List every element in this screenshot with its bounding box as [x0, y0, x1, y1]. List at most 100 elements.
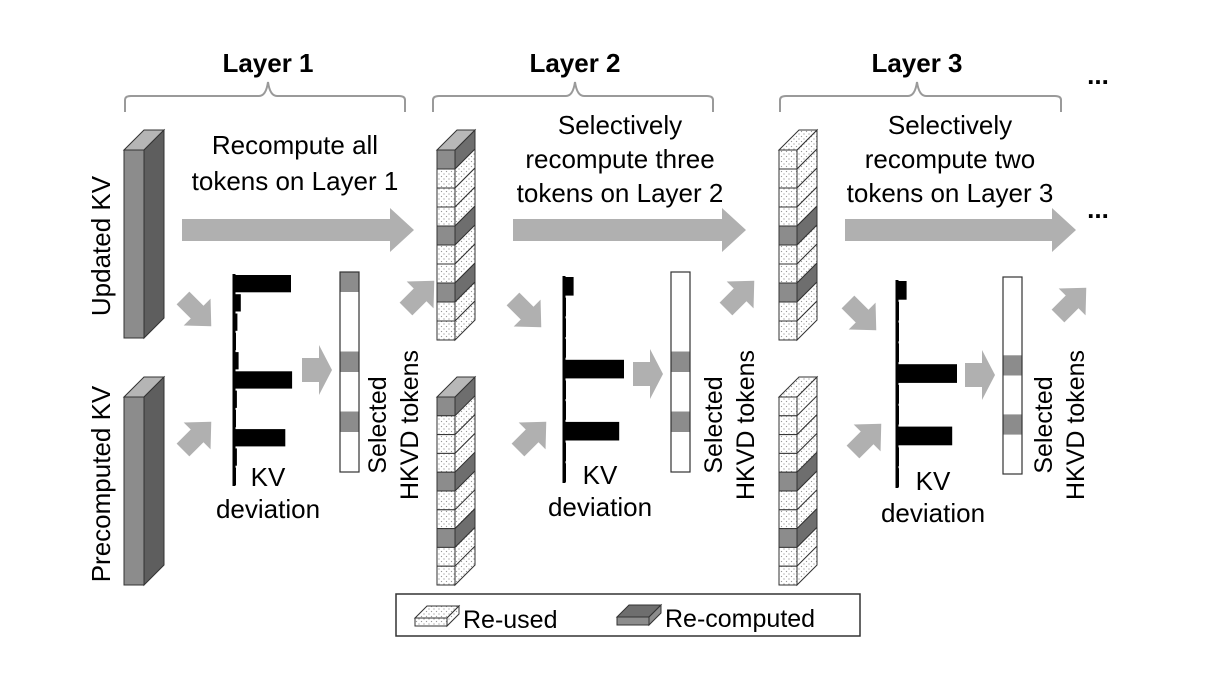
layer-1-brace: [124, 81, 406, 112]
legend-reused-label: Re-used: [463, 606, 558, 634]
reused-legend-icon: [413, 604, 461, 628]
l2-bot-cell-6: [436, 490, 456, 511]
l3-top-cell-4: [778, 206, 798, 227]
selected-cell-3-1: [1003, 277, 1022, 297]
layer-2-caption-line-2: recompute three: [525, 144, 714, 174]
l3-bot-cell-5: [778, 471, 798, 492]
selected-cell-3-10: [1003, 454, 1022, 474]
selected-cell-1-7: [340, 392, 359, 412]
layer-2-big-arrow: [513, 208, 746, 252]
arrow-selected-to-next-layer: [1051, 287, 1087, 323]
layer-1-big-arrow: [182, 208, 414, 252]
selected-tokens-column-2: [670, 271, 691, 473]
arrow-precomputed-to-deviation-1: [176, 421, 212, 457]
selected-cell-1-5: [339, 351, 360, 373]
layer-3-caption-line-3: tokens on Layer 3: [847, 178, 1054, 208]
l3-bot-top: [777, 376, 819, 398]
l2-bot-cell-10: [436, 565, 456, 586]
selected-cell-2-4: [671, 332, 690, 352]
arrow-deviation-to-selected-3: [965, 350, 995, 400]
layer-1-caption-line-2: tokens on Layer 1: [192, 166, 399, 196]
l3-top-top: [777, 129, 819, 151]
l3-top-cell-5: [778, 225, 798, 246]
l3-bot-cell-1: [778, 396, 798, 417]
layer-2-brace: [432, 81, 714, 112]
selected-tokens-column-3: [1002, 276, 1023, 475]
selected-hkvd-label-1: Selected HKVD tokens: [364, 350, 424, 500]
selected-cell-3-2: [1003, 296, 1022, 317]
selected-hkvd-label-3-line-1: Selected: [1030, 376, 1058, 473]
selected-cell-1-4: [340, 332, 359, 352]
deviation-bar-1-9: [234, 429, 286, 447]
kv-deviation-chart-2: [562, 276, 624, 483]
arrow-layer-3-top-to-deviation-3: [841, 295, 877, 331]
selected-cell-3-8: [1002, 414, 1023, 436]
layer-1-caption: Recompute all tokens on Layer 1: [192, 130, 399, 196]
l3-top-cell-9: [778, 301, 798, 322]
layer-3-caption-line-2: recompute two: [865, 144, 1036, 174]
layer-3-caption-line-1: Selectively: [888, 110, 1012, 140]
deviation-bar-2-8: [564, 421, 620, 441]
l2-bot-cell-9: [436, 546, 456, 567]
selected-cell-1-2: [340, 292, 359, 312]
l2-top-cell-9: [436, 301, 456, 322]
selected-cell-2-9: [671, 432, 690, 452]
selected-cell-1-10: [340, 452, 359, 472]
ellipsis-middle: ...: [1087, 194, 1109, 224]
layer-3-updated-stack: [777, 128, 819, 342]
l3-bot-cell-8: [778, 528, 798, 548]
arrow-layer-3-bottom-to-deviation-3: [846, 423, 882, 459]
layer-2-title: Layer 2: [529, 48, 620, 78]
kv-deviation-label-2-line-1: KV: [583, 460, 618, 490]
selected-cell-1-1: [339, 271, 360, 293]
selected-cell-1-9: [340, 432, 359, 452]
deviation-bar-2-1: [564, 277, 574, 296]
kv-deviation-label-2-line-2: deviation: [548, 492, 652, 522]
arrow-deviation-to-selected-1: [302, 345, 332, 395]
arrow-updated-to-deviation-1: [176, 291, 212, 327]
l3-bot-cell-2: [778, 415, 798, 436]
selected-tokens-column-1: [339, 271, 360, 473]
selected-cell-2-7: [671, 392, 690, 412]
selected-cell-2-8: [670, 411, 691, 433]
selected-cell-2-10: [671, 452, 690, 472]
legend-recomputed-tile-front: [616, 616, 650, 626]
layer-1-caption-line-1: Recompute all: [212, 130, 378, 160]
layer-3-title: Layer 3: [871, 48, 962, 78]
selected-outline-3: [1002, 276, 1023, 475]
l2-top-cell-4: [436, 206, 456, 227]
selected-cell-2-5: [670, 351, 691, 373]
l3-top-cell-7: [778, 263, 798, 284]
selected-hkvd-label-2-line-1: Selected: [700, 376, 728, 473]
selected-cell-1-8: [339, 411, 360, 433]
l3-top-cell-6: [778, 244, 798, 265]
selected-cell-3-4: [1003, 336, 1022, 356]
selected-hkvd-label-3-line-2: HKVD tokens: [1062, 350, 1090, 500]
selected-cell-3-3: [1003, 316, 1022, 337]
layer-3-precomputed-stack: [777, 375, 819, 587]
l2-bot-top: [435, 376, 477, 398]
arrow-selected-to-layer-2: [399, 280, 435, 316]
precomputed-kv-label: Precomputed KV: [86, 385, 116, 582]
selected-hkvd-label-1-line-1: Selected: [364, 376, 392, 473]
precomputed-kv-block: [122, 375, 166, 587]
selected-hkvd-label-2: Selected HKVD tokens: [700, 350, 760, 500]
deviation-bar-3-8: [897, 426, 953, 446]
selected-cell-3-9: [1003, 434, 1022, 455]
l2-top-cell-10: [436, 320, 456, 341]
layer-2-precomputed-stack: [435, 375, 477, 587]
layer-1-title: Layer 1: [222, 48, 313, 78]
deviation-bar-1-2: [234, 294, 241, 312]
selected-cell-2-6: [671, 372, 690, 392]
deviation-bar-1-1: [234, 275, 291, 293]
l2-top-cell-5: [436, 225, 456, 246]
layer-2-updated-stack: [435, 128, 477, 342]
selected-cell-3-5: [1002, 355, 1023, 376]
selected-hkvd-label-3: Selected HKVD tokens: [1030, 350, 1090, 500]
ellipsis-top: ...: [1087, 60, 1109, 90]
arrow-layer-2-top-to-deviation-2: [506, 292, 542, 328]
l2-top-cell-6: [436, 244, 456, 265]
deviation-bar-3-5: [897, 364, 957, 383]
kv-deviation-label-1-line-1: KV: [251, 462, 286, 492]
